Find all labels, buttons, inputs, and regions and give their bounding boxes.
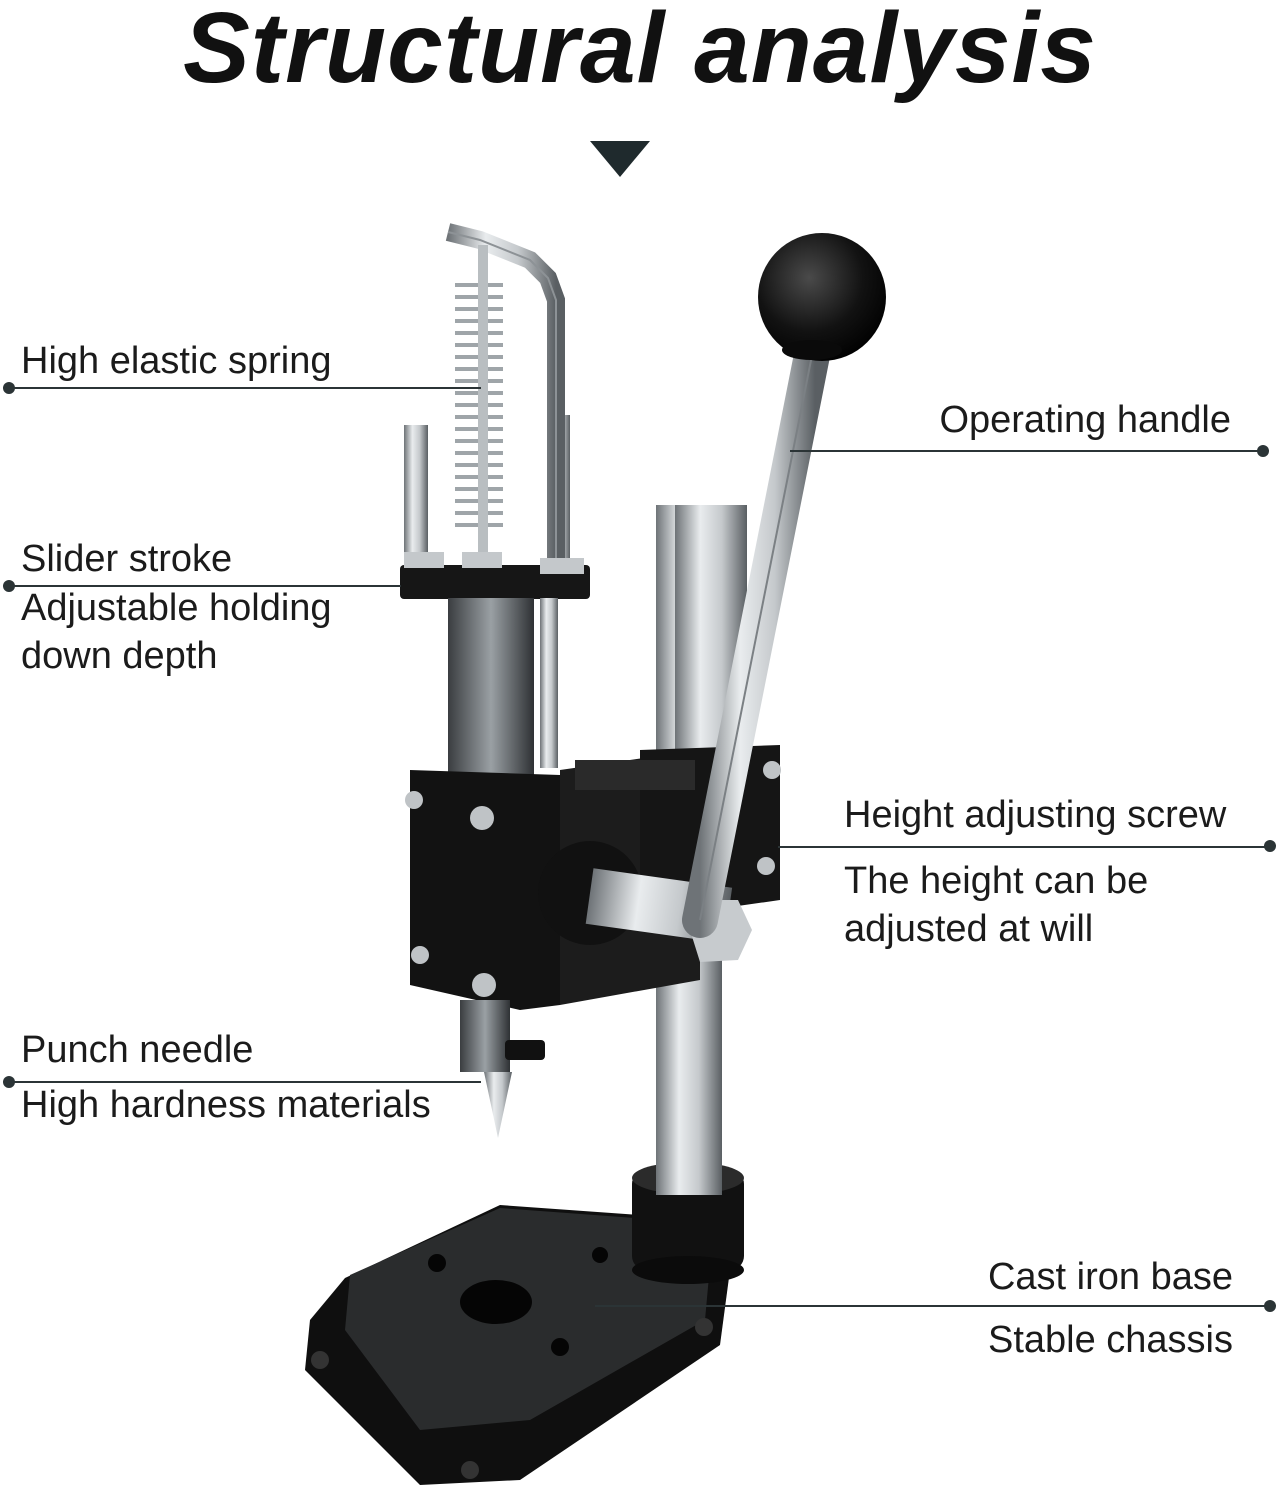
needle-label-line1: Punch needle (21, 1029, 254, 1071)
needle-label-line2: High hardness materials (21, 1084, 431, 1126)
callout-line-handle (790, 450, 1263, 452)
spring-label: High elastic spring (21, 340, 332, 382)
dot-icon (1264, 840, 1276, 852)
callout-line-needle (9, 1081, 481, 1083)
page-title: Structural analysis (183, 0, 1097, 104)
base-label-line2: Stable chassis (987, 1319, 1233, 1361)
punch-needle-shape (460, 1000, 545, 1138)
slider-label-line1: Slider stroke (21, 538, 233, 580)
callout-line-screw (778, 846, 1270, 848)
slider-label-line3: down depth (21, 635, 218, 677)
spring-and-slider-shape (400, 223, 590, 798)
screw-label-line1: Height adjusting screw (844, 794, 1227, 836)
base-label-line1: Cast iron base (987, 1256, 1233, 1298)
cast-iron-base-shape (305, 1205, 730, 1485)
callout-line-slider (9, 585, 401, 587)
callout-line-base (595, 1305, 1270, 1307)
slider-label-line2: Adjustable holding (21, 587, 332, 629)
screw-label-line3: adjusted at will (844, 908, 1094, 950)
screw-label-line2: The height can be (844, 860, 1149, 902)
triangle-down-icon (590, 141, 650, 177)
dot-icon (1257, 445, 1269, 457)
callout-line-spring (9, 387, 481, 389)
handle-label: Operating handle (939, 399, 1231, 441)
dot-icon (1264, 1300, 1276, 1312)
operating-handle-shape (682, 233, 886, 938)
